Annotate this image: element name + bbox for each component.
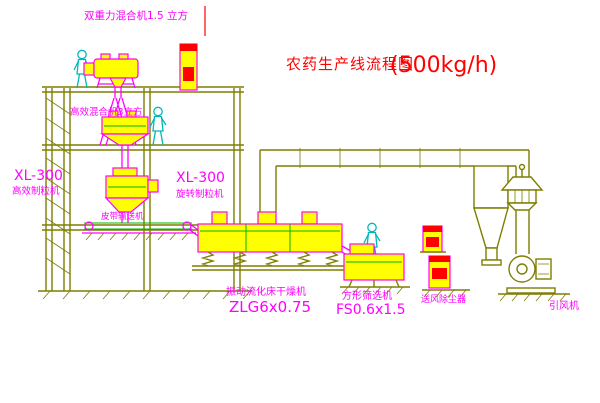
fluid-bed-dryer — [192, 211, 357, 271]
dust-collector-cabinet — [428, 255, 451, 289]
belt-conveyor — [84, 221, 199, 237]
air-supply-cabinet — [420, 225, 446, 253]
label-granulator-mid-model: XL-300 — [176, 170, 225, 186]
label-gravity-mixer: 双重力混合机1.5 立方 — [84, 9, 188, 22]
label-sieve-name: 方形筛选机 — [342, 289, 392, 302]
person-figure — [149, 106, 167, 146]
exhaust-duct — [259, 148, 530, 254]
ground-lines — [38, 232, 570, 302]
induced-draft-fan — [506, 255, 556, 294]
diagram-title: 农药生产线流程图 — [286, 55, 414, 73]
label-sieve-model: FS0.6x1.5 — [336, 302, 406, 318]
label-dryer-model: ZLG6x0.75 — [229, 298, 311, 316]
label-belt-conveyor: 皮带输送机 — [101, 211, 144, 222]
label-granulator-mid-name: 旋转制粒机 — [176, 188, 224, 200]
label-granulator-left-name: 高效制粒机 — [12, 185, 60, 197]
label-dust-collector: 送风除尘器 — [421, 293, 466, 305]
high-efficiency-mixer — [99, 110, 151, 150]
label-granulator-left-model: XL-300 — [14, 168, 63, 184]
label-high-efficiency-mixer: 高效混合机3立方 — [70, 106, 143, 118]
control-cabinet-top — [179, 43, 198, 91]
gravity-mixer — [83, 53, 139, 98]
label-dryer-name: 振动流化床干燥机 — [226, 285, 306, 298]
granulator — [104, 150, 159, 223]
label-fan: 引风机 — [549, 299, 579, 312]
cyclone-separator — [473, 165, 509, 266]
rain-cap — [500, 163, 544, 211]
diagram-title-capacity: (500kg/h) — [390, 53, 497, 78]
square-sieve — [343, 243, 405, 288]
